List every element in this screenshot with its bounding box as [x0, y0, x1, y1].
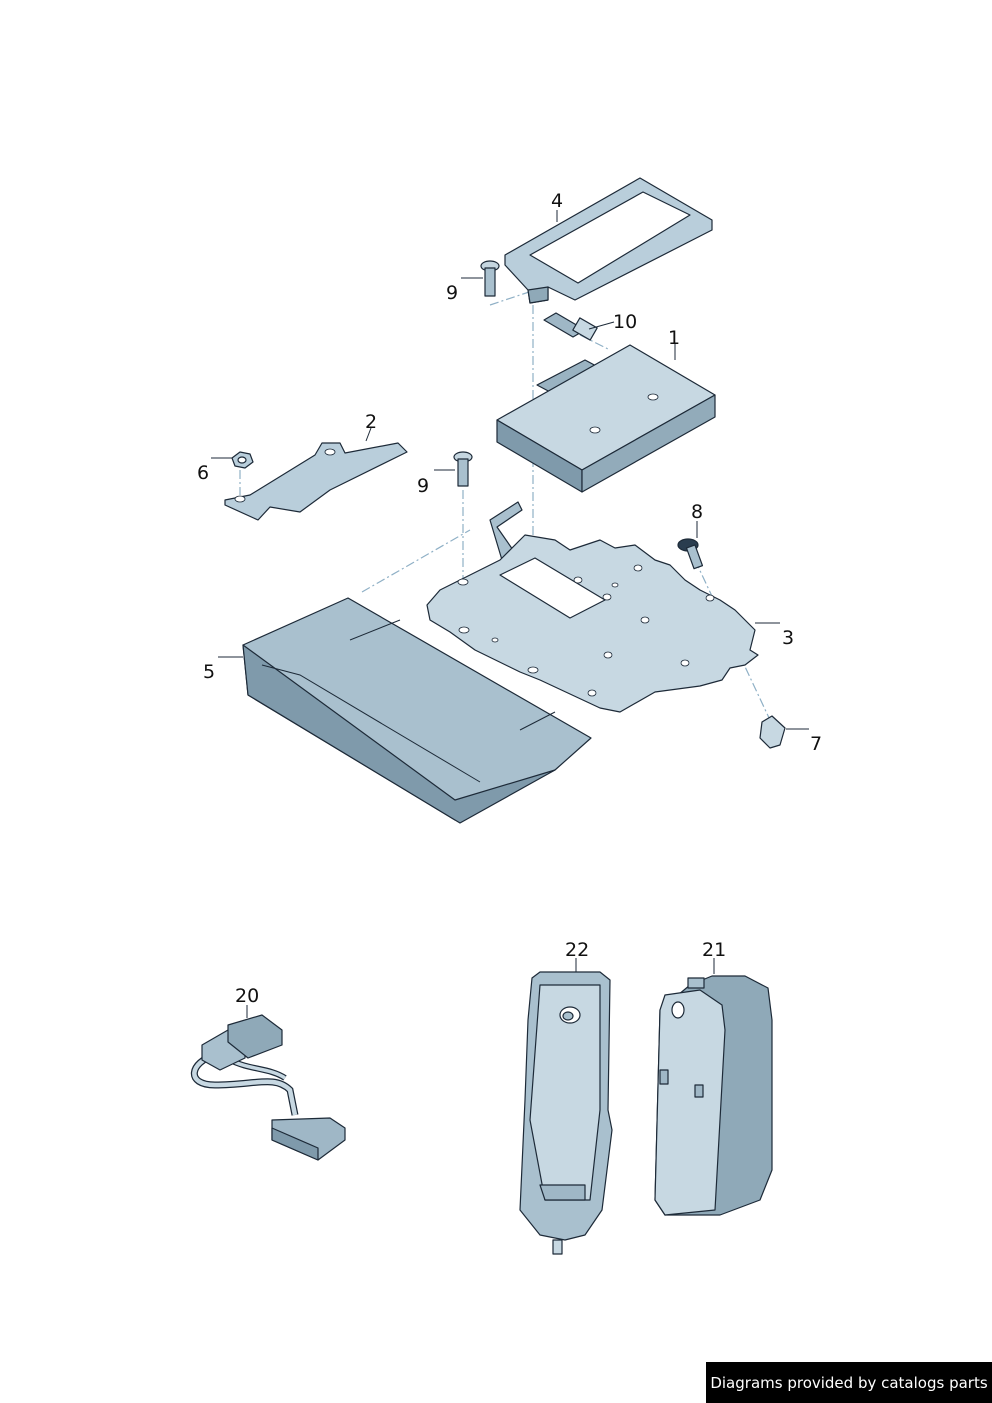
callout-10: 10 — [613, 311, 637, 333]
part-6-nut — [231, 451, 254, 469]
callout-22: 22 — [565, 939, 589, 961]
part-2-bracket-strip — [224, 442, 408, 521]
part-8-screw — [677, 538, 704, 570]
callout-3: 3 — [782, 627, 794, 649]
leader-lines — [211, 210, 809, 1018]
callout-9-lower: 9 — [417, 475, 429, 497]
callout-5: 5 — [203, 661, 215, 683]
credit-banner: Diagrams provided by catalogs parts — [706, 1362, 992, 1403]
part-9-screw-lower — [453, 451, 473, 487]
callout-21: 21 — [702, 939, 726, 961]
part-3-mounting-plate — [426, 501, 759, 713]
part-4-frame-bracket — [504, 177, 713, 304]
part-5-tray-cover — [242, 597, 592, 824]
part-21-phone-holder — [654, 975, 773, 1216]
callout-2: 2 — [365, 411, 377, 433]
callout-labels: 4 9 10 1 2 6 9 8 3 5 7 20 22 21 — [197, 190, 822, 1007]
part-20-wiring-harness — [190, 1014, 346, 1161]
callout-1: 1 — [668, 327, 680, 349]
part-7-clip — [759, 715, 786, 749]
callout-4: 4 — [551, 190, 563, 212]
callout-9-upper: 9 — [446, 282, 458, 304]
callout-6: 6 — [197, 462, 209, 484]
part-22-phone-cradle — [519, 971, 613, 1255]
callout-20: 20 — [235, 985, 259, 1007]
callout-8: 8 — [691, 501, 703, 523]
callout-7: 7 — [810, 733, 822, 755]
part-1-control-unit — [496, 344, 716, 493]
part-9-screw-upper — [480, 260, 500, 297]
part-10-connector — [543, 312, 598, 341]
